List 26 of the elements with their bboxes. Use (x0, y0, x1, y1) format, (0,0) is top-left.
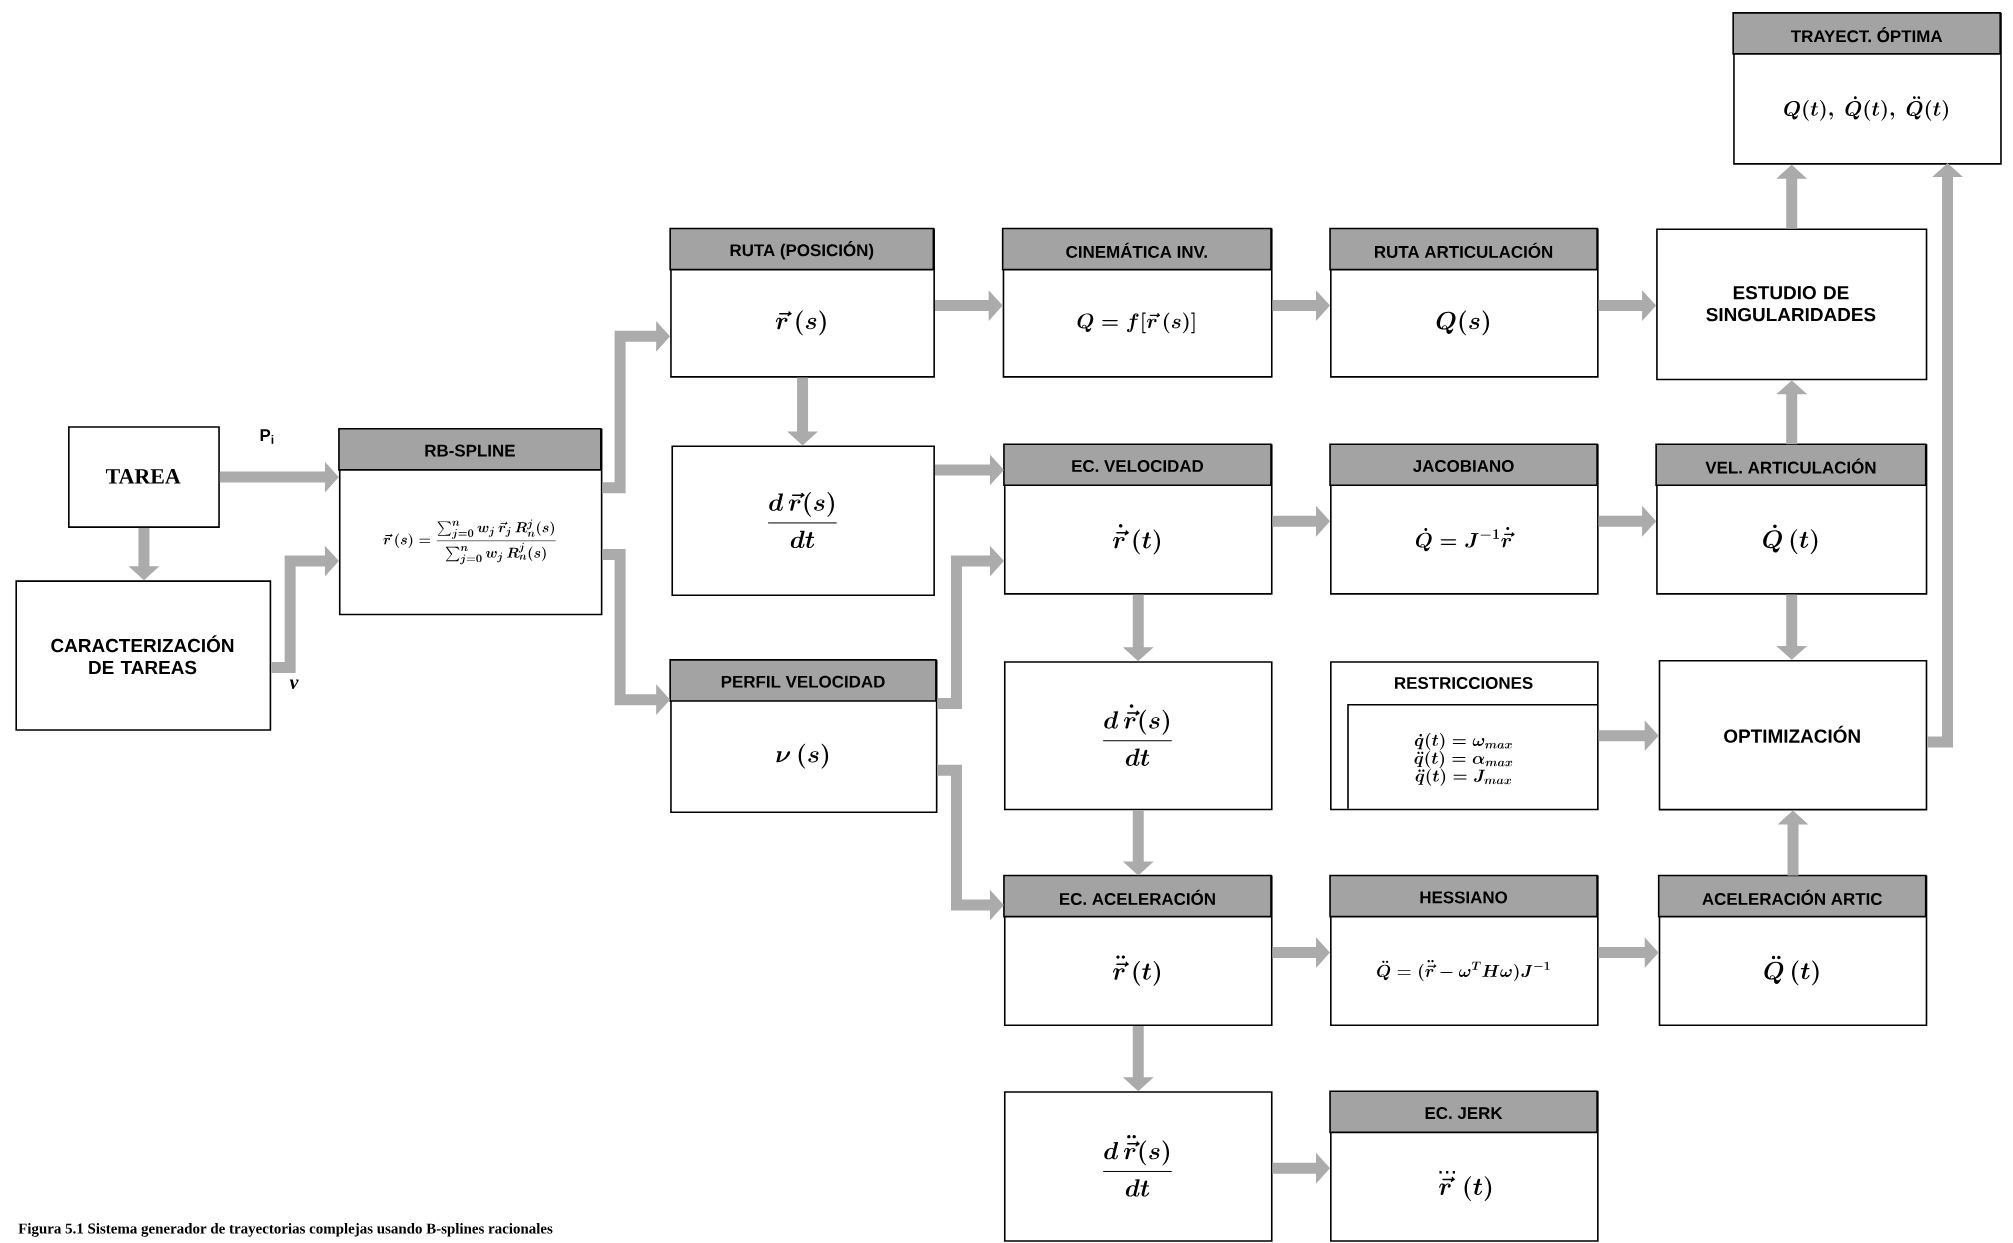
edge-label: P$_{i}$ (260, 429, 274, 444)
process-box: OPTIMIZACIÓN (1658, 660, 1928, 811)
process-box: CARACTERIZACIÓN DE TAREAS (15, 580, 272, 731)
process-box: VEL. ARTICULACIÓN $\dot{Q}\,(t)$ (1655, 443, 1928, 595)
process-box: PERFIL VELOCIDAD $\nu\,(s)$ (669, 659, 938, 814)
process-box: $\frac{d\,\dot{\vec{r}}(s)}{dt}$ (1003, 661, 1273, 811)
process-box: $\frac{d\,\vec{r}(s)}{dt}$ (671, 445, 935, 597)
process-box: EC. JERK $\dddot{\vec{r}}\,(t)$ (1329, 1090, 1599, 1242)
arrow (271, 545, 339, 674)
edge-label: ν (289, 679, 299, 690)
process-box: TAREA (68, 426, 220, 529)
process-box: RUTA ARTICULACIÓN $Q(s)$ (1329, 227, 1599, 378)
process-box: RESTRICCIONES $\dot{q}(t)=\omega_{max}$ $\ddot{q}(t)=\alpha_{max}$ $\ddot{q}(t)=J_{max}$ (1330, 661, 1599, 811)
process-box: ACELERACIÓN ARTIC $\ddot{Q}\,(t)$ (1657, 874, 1928, 1027)
caption: Figura 5.1 Sistema generador de trayectorias complejas usando B-splines racionales (18, 1223, 553, 1237)
process-box: HESSIANO $\ddot{Q}=(\ddot{\vec{r}}-\omega^{T}H\omega)J^{-1}$ (1329, 874, 1599, 1027)
process-box: CINEMÁTICA INV. $Q = f[\vec{r}\,(s)]$ (1001, 227, 1273, 378)
arrow (937, 545, 1004, 710)
process-box: ESTUDIO DE SINGULARIDADES (1656, 228, 1928, 381)
process-box: TRAYECT. ÓPTIMA $Q(t),\ \dot{Q}(t),\ \ddot{Q}(t)$ (1732, 12, 2002, 165)
process-box: EC. ACELERACIÓN $\ddot{\vec{r}}\,(t)$ (1003, 874, 1273, 1027)
process-box: JACOBIANO $\dot{Q} = J^{-1}\dot{\vec{r}}$ (1329, 443, 1599, 595)
process-box: RUTA (POSICIÓN) $\vec{r}\,(s)$ (669, 227, 935, 378)
process-box: $\frac{d\,\ddot{\vec{r}}(s)}{dt}$ (1003, 1091, 1273, 1242)
process-box: RB-SPLINE $\vec{r}\,(s)=\frac{\sum_{j=0}^{n} w_j\,\vec{r}_j\,R_n^j(s)}{\sum_{j=0}^{n} w_j\,R_n^j(s)}$ (338, 428, 603, 616)
process-box: EC. VELOCIDAD $\dot{\vec{r}}\,(t)$ (1003, 443, 1273, 595)
